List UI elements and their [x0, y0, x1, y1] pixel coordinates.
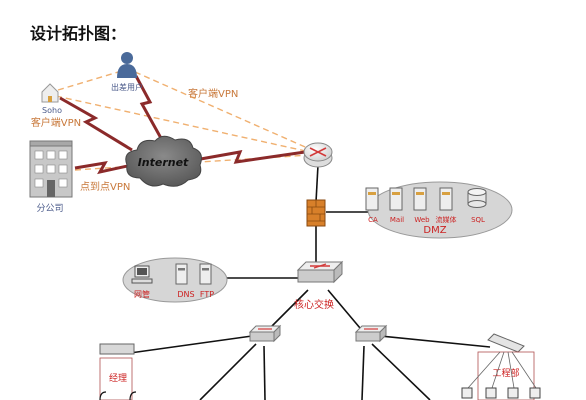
cloud-icon: [125, 135, 202, 187]
edge-router: [303, 142, 333, 168]
dmz-label: DMZ: [423, 225, 446, 236]
link-access-left-down2: [263, 345, 266, 400]
core-switch-label: 核心交换: [294, 298, 334, 311]
router-arrows: [309, 147, 327, 157]
dmz-zone: CA Mail Web 流媒体 SQL DMZ: [365, 181, 513, 239]
server-ca: CA: [365, 187, 379, 224]
switch-arrows: [310, 263, 330, 269]
soho-node: Soho 客户端VPN: [31, 83, 81, 129]
link-access-right-engineering: [379, 335, 491, 348]
client-vpn-top-label: 客户端VPN: [188, 87, 238, 100]
manager-hosts: [99, 391, 137, 400]
soho-label: Soho: [42, 106, 62, 115]
server-label: 流媒体: [436, 215, 457, 224]
mgmt-ftp-server: FTP: [199, 263, 214, 299]
core-switch: 核心交换: [294, 260, 344, 311]
vpn-link-soho-mobile: [57, 69, 126, 91]
vpn-link-soho-router: [55, 95, 311, 153]
mobile-user-node: 出差用户: [111, 52, 143, 92]
link-access-left-down1: [199, 343, 257, 400]
wired-links: [129, 164, 491, 400]
link-access-left-manager: [129, 335, 253, 354]
manager-label: 经理: [109, 372, 127, 384]
server-label: SQL: [471, 216, 485, 224]
internet-label: Internet: [138, 156, 189, 169]
wan-link-soho: [59, 96, 133, 152]
mgmt-dns-server: DNS: [175, 263, 195, 299]
dmz-servers: CA Mail Web 流媒体 SQL: [365, 187, 487, 224]
vpn-dashed-links: [55, 69, 313, 171]
building-roof: [29, 140, 73, 147]
building-windows: [34, 150, 68, 188]
link-core-access-left: [269, 289, 309, 329]
building-door: [47, 180, 55, 197]
engineering-hosts: [461, 387, 541, 399]
link-core-access-right: [327, 289, 361, 329]
internet-cloud: Internet: [125, 135, 202, 187]
wan-link-mobile: [134, 75, 164, 141]
engineering-group: 工程部: [461, 333, 541, 400]
client-vpn-left-label: 客户端VPN: [31, 116, 81, 129]
link-access-right-down2: [371, 343, 431, 400]
user-icon: [121, 52, 133, 64]
wan-link-router: [194, 150, 306, 164]
firewall-node: [306, 199, 326, 227]
branch-label: 分公司: [36, 203, 63, 214]
user-body: [117, 64, 137, 78]
server-label: CA: [368, 216, 378, 224]
engineering-links: [467, 351, 537, 389]
branch-office-node: 分公司: [29, 140, 73, 214]
mgmt-label: 网管: [134, 289, 150, 299]
server-web: Web: [413, 187, 430, 224]
mgmt-label: DNS: [177, 290, 194, 299]
vpn-link-mobile-router: [134, 71, 313, 151]
server-label: Web: [414, 216, 430, 224]
wan-link-branch: [74, 161, 133, 175]
hub-icon: [99, 343, 135, 355]
firewall-bricks: [307, 200, 325, 222]
server-label: Mail: [390, 216, 404, 224]
engineering-frame: [477, 351, 535, 400]
manager-group: 经理: [99, 343, 137, 400]
server-mail: Mail: [389, 187, 404, 224]
mgmt-workstation: 网管: [131, 265, 153, 299]
wan-links: [59, 75, 306, 175]
link-router-firewall: [315, 164, 319, 203]
management-zone: 网管 DNS FTP: [122, 257, 228, 303]
link-access-right-down1: [361, 345, 365, 400]
engineering-label: 工程部: [492, 367, 519, 379]
access-switch-left: [248, 324, 282, 343]
access-switch-right: [354, 324, 388, 343]
house-icon: [41, 83, 59, 103]
mgmt-label: FTP: [200, 290, 214, 299]
diagram-heading: 设计拓扑图：: [30, 24, 127, 43]
p2p-vpn-label: 点到点VPN: [80, 181, 130, 193]
database-sql: SQL: [467, 188, 487, 224]
server-streaming: 流媒体: [436, 187, 457, 224]
house-door: [48, 96, 52, 102]
switch-base: [297, 269, 335, 283]
manager-frame: [99, 357, 133, 400]
mobile-user-label: 出差用户: [111, 82, 143, 92]
hub-icon: [487, 333, 525, 353]
